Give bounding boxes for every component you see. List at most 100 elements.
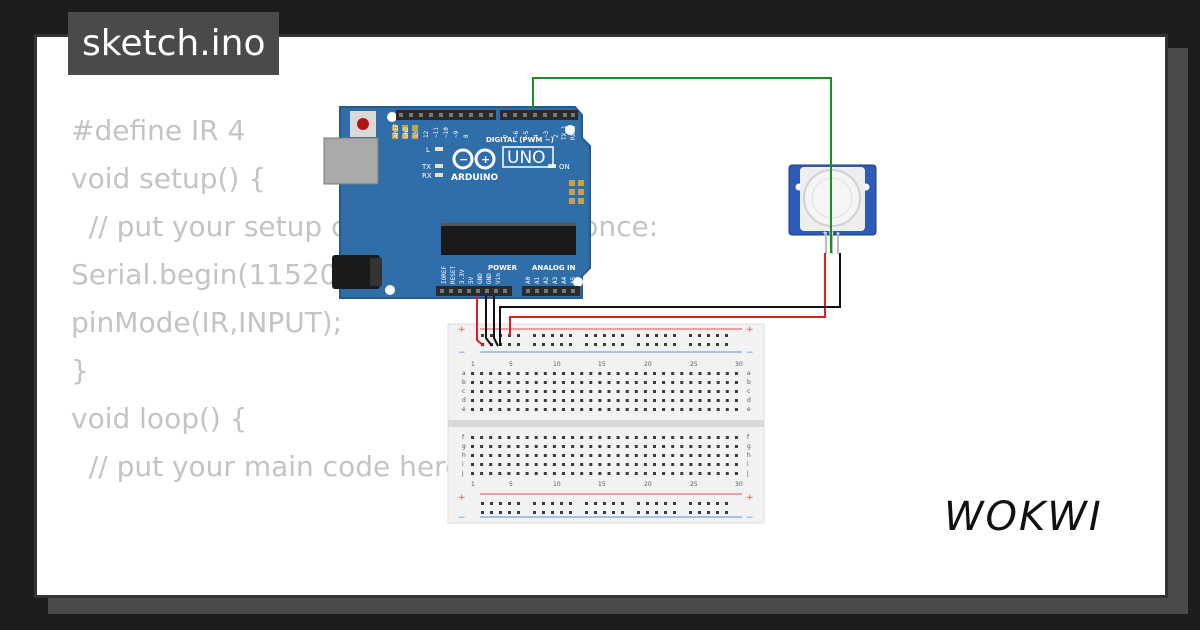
breadboard-hole[interactable] xyxy=(662,399,666,402)
breadboard-hole[interactable] xyxy=(508,343,511,346)
breadboard-hole[interactable] xyxy=(490,502,493,505)
breadboard-hole[interactable] xyxy=(680,436,684,439)
breadboard-hole[interactable] xyxy=(543,436,547,439)
breadboard-hole[interactable] xyxy=(490,511,493,514)
breadboard-hole[interactable] xyxy=(634,372,638,375)
breadboard-hole[interactable] xyxy=(725,343,728,346)
breadboard-hole[interactable] xyxy=(707,408,711,411)
breadboard-hole[interactable] xyxy=(671,372,675,375)
breadboard-hole[interactable] xyxy=(580,463,584,466)
breadboard-hole[interactable] xyxy=(716,381,720,384)
breadboard-hole[interactable] xyxy=(698,372,702,375)
breadboard-hole[interactable] xyxy=(471,399,474,402)
breadboard-hole[interactable] xyxy=(716,454,720,457)
breadboard-hole[interactable] xyxy=(507,436,511,439)
breadboard-hole[interactable] xyxy=(489,445,493,448)
breadboard-hole[interactable] xyxy=(607,372,611,375)
breadboard-hole[interactable] xyxy=(589,399,593,402)
breadboard-hole[interactable] xyxy=(498,463,502,466)
breadboard-hole[interactable] xyxy=(707,511,710,514)
breadboard-hole[interactable] xyxy=(507,408,511,411)
breadboard-hole[interactable] xyxy=(725,463,729,466)
breadboard-hole[interactable] xyxy=(471,390,474,393)
breadboard-hole[interactable] xyxy=(580,372,584,375)
breadboard-hole[interactable] xyxy=(562,472,565,475)
breadboard-hole[interactable] xyxy=(552,372,556,375)
breadboard-hole[interactable] xyxy=(498,381,502,384)
breadboard-hole[interactable] xyxy=(680,408,684,411)
breadboard-hole[interactable] xyxy=(571,372,575,375)
breadboard-hole[interactable] xyxy=(607,445,611,448)
breadboard-hole[interactable] xyxy=(612,343,615,346)
wire-red-vcc[interactable] xyxy=(509,253,826,336)
breadboard-hole[interactable] xyxy=(734,445,738,448)
breadboard-hole[interactable] xyxy=(671,463,675,466)
breadboard-hole[interactable] xyxy=(653,399,656,402)
breadboard-hole[interactable] xyxy=(516,372,520,375)
breadboard-hole[interactable] xyxy=(689,436,693,439)
breadboard-hole[interactable] xyxy=(533,334,536,337)
breadboard-hole[interactable] xyxy=(580,436,584,439)
breadboard-hole[interactable] xyxy=(580,381,584,384)
breadboard-hole[interactable] xyxy=(653,381,656,384)
breadboard-hole[interactable] xyxy=(480,381,484,384)
breadboard-hole[interactable] xyxy=(671,445,675,448)
breadboard-hole[interactable] xyxy=(489,463,493,466)
breadboard-hole[interactable] xyxy=(734,408,738,411)
breadboard-hole[interactable] xyxy=(480,399,484,402)
breadboard-hole[interactable] xyxy=(689,502,692,505)
breadboard-hole[interactable] xyxy=(508,502,511,505)
breadboard-hole[interactable] xyxy=(671,399,675,402)
breadboard-hole[interactable] xyxy=(516,454,520,457)
breadboard-hole[interactable] xyxy=(698,343,701,346)
breadboard-hole[interactable] xyxy=(646,502,649,505)
breadboard-hole[interactable] xyxy=(517,502,520,505)
breadboard-hole[interactable] xyxy=(707,445,711,448)
breadboard-hole[interactable] xyxy=(725,436,729,439)
breadboard-hole[interactable] xyxy=(507,399,511,402)
breadboard-hole[interactable] xyxy=(643,436,647,439)
breadboard-hole[interactable] xyxy=(643,472,647,475)
breadboard-hole[interactable] xyxy=(671,454,675,457)
breadboard-hole[interactable] xyxy=(625,454,629,457)
breadboard-hole[interactable] xyxy=(516,445,520,448)
breadboard-hole[interactable] xyxy=(698,472,702,475)
breadboard-hole[interactable] xyxy=(616,408,620,411)
breadboard-hole[interactable] xyxy=(625,390,629,393)
breadboard-hole[interactable] xyxy=(646,343,649,346)
breadboard-hole[interactable] xyxy=(569,343,572,346)
breadboard-hole[interactable] xyxy=(571,454,575,457)
breadboard-hole[interactable] xyxy=(653,408,656,411)
breadboard-hole[interactable] xyxy=(625,472,629,475)
breadboard-hole[interactable] xyxy=(534,408,538,411)
breadboard-hole[interactable] xyxy=(616,390,620,393)
breadboard-hole[interactable] xyxy=(598,390,602,393)
breadboard-hole[interactable] xyxy=(480,436,484,439)
breadboard-hole[interactable] xyxy=(552,463,556,466)
breadboard-hole[interactable] xyxy=(655,502,658,505)
breadboard-hole[interactable] xyxy=(662,408,666,411)
breadboard-hole[interactable] xyxy=(616,399,620,402)
breadboard-hole[interactable] xyxy=(725,390,729,393)
breadboard-hole[interactable] xyxy=(689,343,692,346)
breadboard-hole[interactable] xyxy=(552,408,556,411)
breadboard-hole[interactable] xyxy=(517,511,520,514)
breadboard-hole[interactable] xyxy=(585,334,588,337)
breadboard-hole[interactable] xyxy=(517,334,520,337)
breadboard-hole[interactable] xyxy=(673,511,676,514)
breadboard-hole[interactable] xyxy=(643,399,647,402)
breadboard-hole[interactable] xyxy=(734,436,738,439)
breadboard-hole[interactable] xyxy=(471,463,474,466)
breadboard-hole[interactable] xyxy=(616,472,620,475)
breadboard-hole[interactable] xyxy=(525,390,529,393)
breadboard-hole[interactable] xyxy=(698,445,702,448)
breadboard-hole[interactable] xyxy=(480,454,484,457)
breadboard-hole[interactable] xyxy=(612,502,615,505)
breadboard-hole[interactable] xyxy=(603,502,606,505)
breadboard-hole[interactable] xyxy=(603,334,606,337)
breadboard-hole[interactable] xyxy=(643,463,647,466)
breadboard-hole[interactable] xyxy=(607,381,611,384)
breadboard-hole[interactable] xyxy=(603,343,606,346)
breadboard-hole[interactable] xyxy=(480,372,484,375)
breadboard-hole[interactable] xyxy=(598,445,602,448)
